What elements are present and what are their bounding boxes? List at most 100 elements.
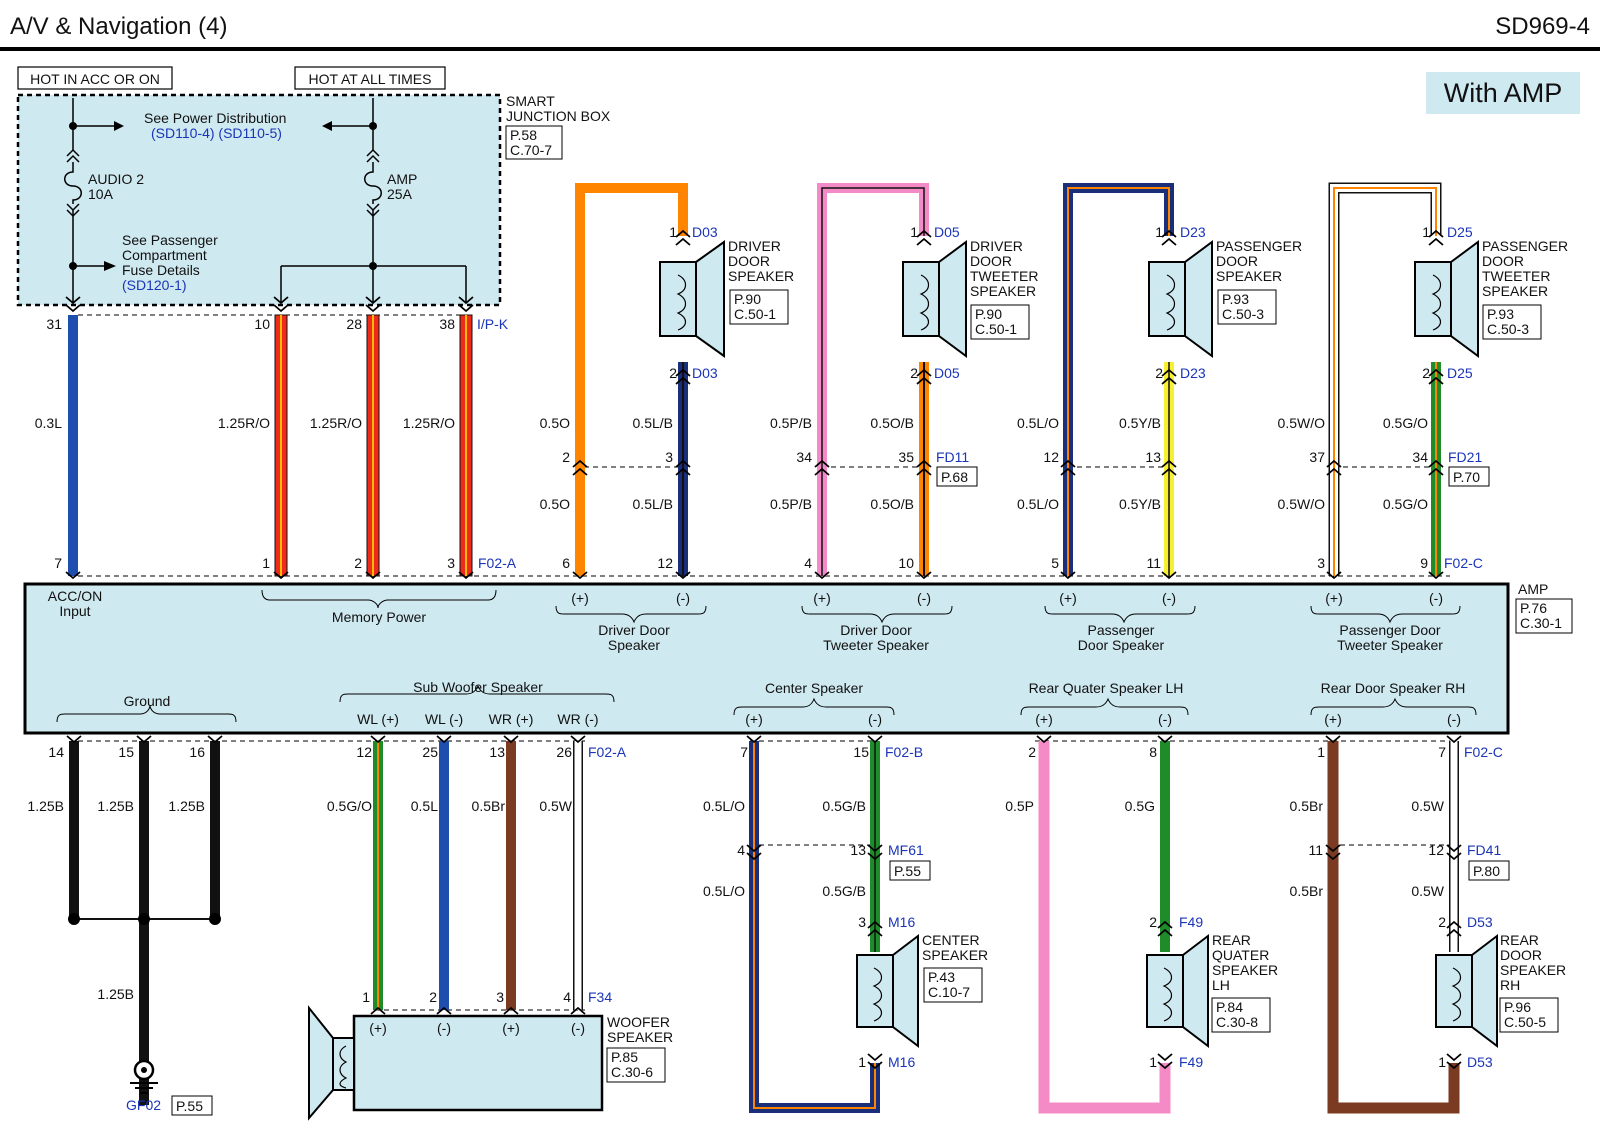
sub-pin: WR (-) [557, 711, 598, 727]
pin-chevron [675, 229, 691, 238]
ref-conn: C.50-1 [734, 306, 776, 322]
pin-chevron [1060, 459, 1076, 468]
gauge-label: 0.5W [539, 798, 572, 814]
ref-box [923, 967, 983, 1003]
hot-all-label: HOT AT ALL TIMES [309, 71, 432, 87]
mid-conn: FD21 [1448, 449, 1482, 465]
pin-label: 34 [1412, 449, 1428, 465]
pin-chevron [1446, 1061, 1462, 1070]
fuse1-rating: 10A [88, 186, 114, 202]
junction-dot [69, 122, 77, 130]
group-label: (+) [1059, 590, 1077, 606]
pin-chevron [746, 735, 762, 744]
pin-label: 13 [850, 842, 866, 858]
ground-page: P.55 [176, 1098, 203, 1114]
woofer-body [352, 1014, 604, 1112]
fuse-audio2-icon [64, 148, 82, 218]
pin-chevron [572, 459, 588, 468]
passenger-door-tweeter-speaker: 1 D25 2 D25 PASSENGER DOOR TWEETER SPEAK… [1278, 224, 1569, 571]
pin-label: 2 [1422, 365, 1430, 381]
gauge-label: 0.5G/B [822, 883, 866, 899]
woofer-speaker: (+) (-) (+) (-) WOOFER SPEAKER P.85 C.30… [308, 1005, 673, 1121]
pin-label: 12 [356, 744, 372, 760]
pin-chevron [867, 1053, 883, 1062]
gauge-label: 0.5O [540, 415, 570, 431]
pin-chevron [1161, 229, 1177, 238]
gauge-label: 0.5G [1125, 798, 1155, 814]
gauge-label: 0.5O [540, 496, 570, 512]
pin-chevron [207, 735, 223, 744]
pin-chevron [1428, 459, 1444, 468]
pin-chevron [1036, 735, 1052, 744]
pin-chevron [916, 467, 932, 476]
conn-label: F02-A [588, 744, 627, 760]
pin-label: 2 [562, 449, 570, 465]
speaker-coil-icon [339, 1045, 348, 1089]
pin-chevron [1161, 571, 1177, 580]
woofer-pin: (+) [369, 1020, 387, 1036]
pin-label: 6 [562, 555, 570, 571]
pin-label: 11 [1146, 555, 1161, 571]
pin-chevron [1428, 467, 1444, 476]
ref-box [1499, 997, 1559, 1033]
pin-chevron [273, 304, 289, 313]
conn-label: F02-C [1464, 744, 1503, 760]
gauge-label: 0.5P/B [770, 496, 812, 512]
amp-page: P.76 [1520, 600, 1547, 616]
pin-chevron [273, 571, 289, 580]
pin-label: 28 [346, 316, 362, 332]
pin-chevron [503, 735, 519, 744]
sub-pin: WL (+) [357, 711, 399, 727]
junction-dot [68, 913, 80, 925]
speaker-coil-icon [1451, 967, 1462, 1022]
group-label: (+) [745, 711, 763, 727]
speaker-name: QUATER [1212, 947, 1269, 963]
amp-name: AMP [1518, 581, 1548, 597]
conn-label: F34 [588, 989, 612, 1005]
pin-chevron [916, 229, 932, 238]
pin-chevron [1428, 368, 1444, 377]
pin-chevron [867, 852, 883, 861]
speaker-name: SPEAKER [922, 947, 988, 963]
wire-tracer [1333, 187, 1437, 576]
pin-label: 3 [665, 449, 673, 465]
ref-box [936, 466, 978, 487]
ref-conn: C.50-3 [1222, 306, 1264, 322]
pin-label: 2 [910, 365, 918, 381]
pin-label: 12 [1043, 449, 1059, 465]
pin-chevron [570, 1006, 586, 1015]
arrow-power-right [322, 121, 332, 131]
conn-label: D05 [934, 365, 960, 381]
speaker-name: SPEAKER [1212, 962, 1278, 978]
pin-chevron [1326, 467, 1342, 476]
pin-label: 3 [496, 989, 504, 1005]
pin-chevron [916, 237, 932, 246]
sub-pin: WR (+) [489, 711, 534, 727]
rear-rh-label: Rear Door Speaker RH [1321, 680, 1466, 696]
pass-line2: Compartment [122, 247, 207, 263]
wires [68, 182, 1460, 1114]
mid-page: P.80 [1473, 863, 1500, 879]
wire-0.5P [1038, 741, 1171, 1114]
gauge-label: 0.5L [411, 798, 438, 814]
ref-page: P.90 [975, 306, 1002, 322]
pin-chevron [370, 1006, 386, 1015]
ref-conn: C.50-5 [1504, 1014, 1546, 1030]
ref-conn: C.10-7 [928, 984, 970, 1000]
fuse-amp-icon [364, 148, 382, 218]
pin-label: 2 [669, 365, 677, 381]
pin-chevron [1446, 928, 1462, 937]
pin-chevron [1326, 571, 1342, 580]
amp-group-brackets [56, 589, 1477, 723]
gauge-label: 1.25B [97, 986, 134, 1002]
speaker-coil-icon [1431, 274, 1442, 331]
group-label: (+) [1325, 590, 1343, 606]
speaker-name: SPEAKER [1500, 962, 1566, 978]
gauge-label: 0.5Br [1290, 883, 1324, 899]
pin-chevron [1325, 735, 1341, 744]
bottom-labels: 14 15 16 1.25B 1.25B 1.25B 1.25B GF02 P.… [27, 744, 627, 1116]
wire-0.5Br [1327, 741, 1460, 1114]
pin-chevron [1325, 844, 1341, 853]
pin-label: 12 [657, 555, 673, 571]
conn-label: D53 [1467, 914, 1493, 930]
